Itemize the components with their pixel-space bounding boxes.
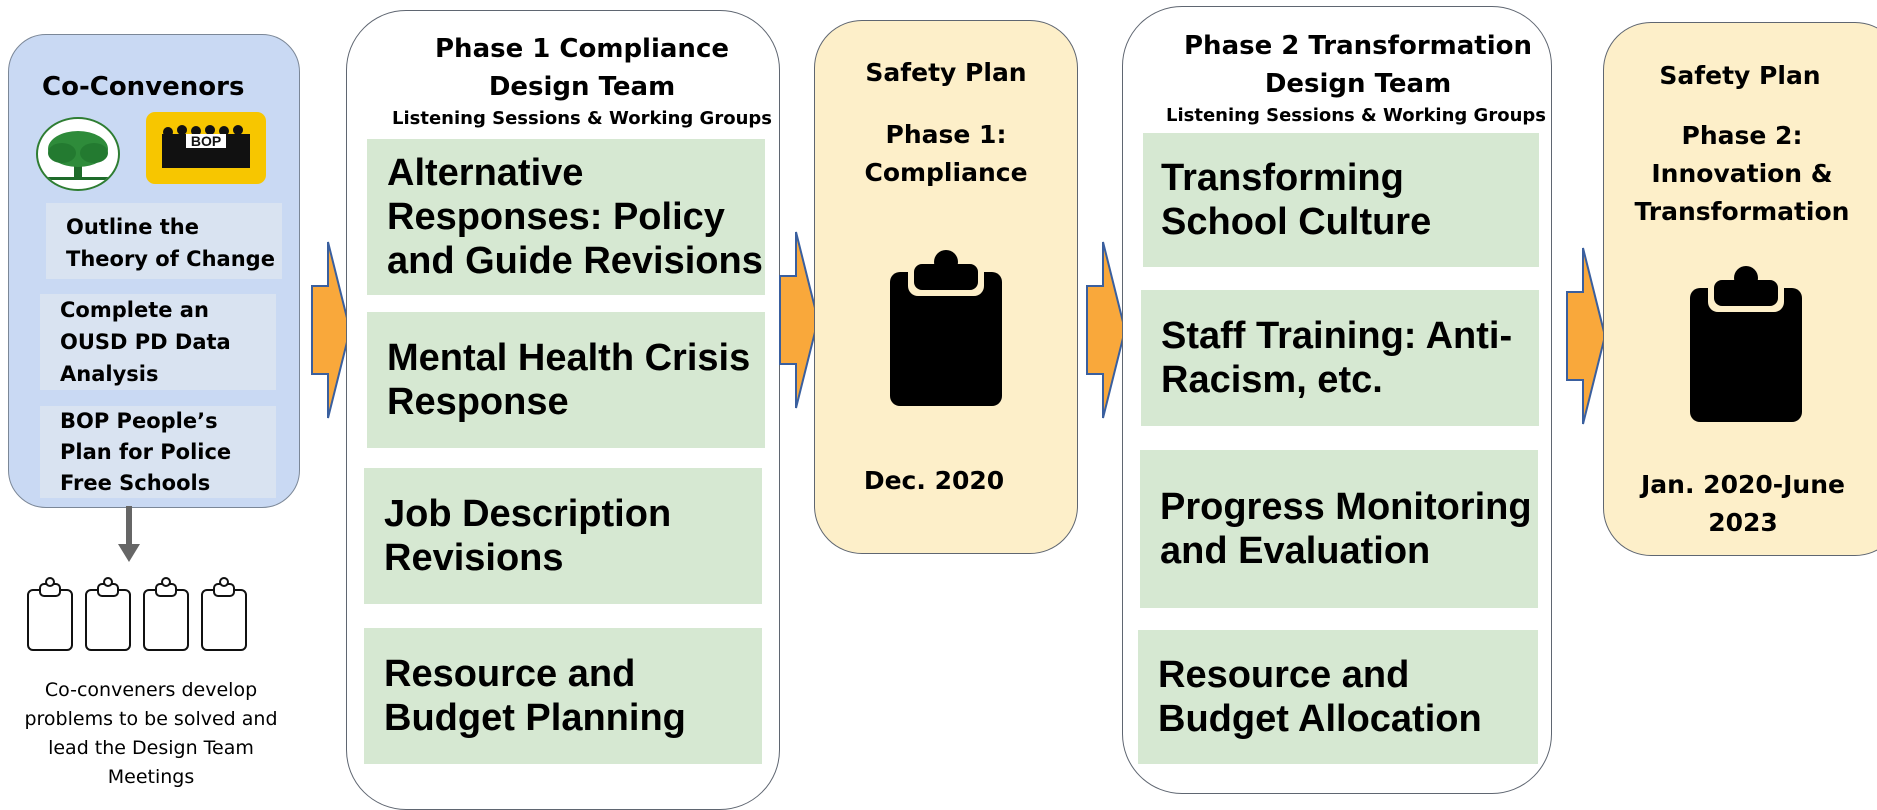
- phase2-item-resource-allocation: Resource and Budget Allocation: [1138, 630, 1538, 764]
- phase1-subtitle: Listening Sessions & Working Groups: [391, 108, 772, 129]
- coconvenors-title: Co-Convenors: [42, 72, 245, 102]
- tree-logo-icon: [36, 117, 120, 191]
- safety-plan1-date: Dec. 2020: [863, 466, 1005, 495]
- phase2-title: Phase 2 Transformation Design Team: [1184, 31, 1532, 99]
- phase2-item-school-culture: Transforming School Culture: [1143, 133, 1539, 267]
- phase1-title: Phase 1 Compliance Design Team: [435, 34, 729, 102]
- arrow-right-icon: [1086, 241, 1127, 419]
- safety-plan2-date: Jan. 2020-June 2023: [1641, 470, 1845, 537]
- safety-plan1-title: Safety Plan: [865, 58, 1027, 87]
- bop-logo-text: BOP: [190, 133, 222, 149]
- clipboard-icon: [890, 250, 1002, 406]
- safety-plan2-phase: Phase 2: Innovation & Transformation: [1634, 121, 1850, 226]
- arrow-right-icon: [311, 241, 352, 419]
- phase2-item-progress-monitoring: Progress Monitoring and Evaluation: [1140, 450, 1538, 608]
- task-bop-plan: BOP People’s Plan for Police Free School…: [40, 406, 276, 498]
- phase2-subtitle: Listening Sessions & Working Groups: [1165, 105, 1546, 126]
- phase2-item-staff-training: Staff Training: Anti-Racism, etc.: [1141, 290, 1539, 426]
- phase1-item-mental-health: Mental Health Crisis Response: [367, 312, 765, 448]
- clipboard-icon: [1690, 266, 1802, 422]
- arrow-right-icon: [779, 231, 820, 409]
- clipboard-outline-icons: [27, 577, 247, 651]
- safety-plan1-phase: Phase 1: Compliance: [864, 120, 1028, 187]
- task-theory-of-change: Outline the Theory of Change: [46, 203, 282, 279]
- phase1-item-alternative-responses: Alternative Responses: Policy and Guide …: [367, 139, 765, 295]
- phase1-item-resource-budget: Resource and Budget Planning: [364, 628, 762, 764]
- phase1-item-job-description: Job Description Revisions: [364, 468, 762, 604]
- task-data-analysis: Complete an OUSD PD Data Analysis: [40, 294, 276, 390]
- bop-logo: BOP: [146, 112, 266, 184]
- coconvenors-caption: Co-conveners develop problems to be solv…: [24, 679, 278, 788]
- safety-plan2-title: Safety Plan: [1659, 61, 1821, 90]
- arrow-right-icon: [1566, 247, 1607, 425]
- down-arrow-icon: [118, 506, 140, 562]
